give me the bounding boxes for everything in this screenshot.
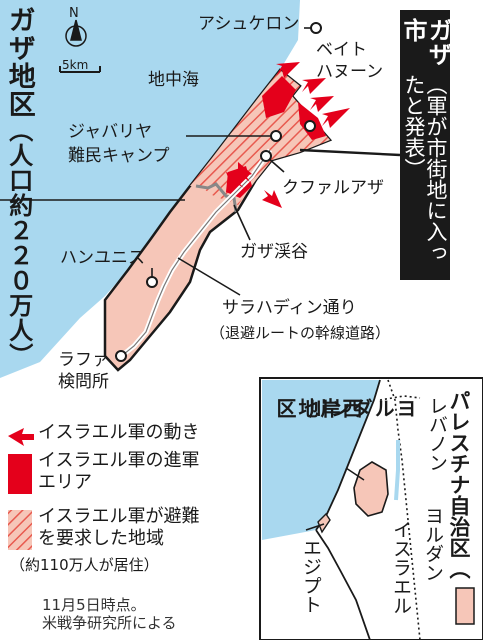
legend-evacuation-label-1: イスラエル軍が避難	[38, 506, 200, 527]
khan-younis-dot	[146, 276, 158, 288]
legend-advance-label-1: イスラエル軍の進軍	[38, 450, 200, 471]
beit-hanoun-dot	[304, 120, 316, 132]
title-population: （人口約２２０万人）	[4, 118, 33, 368]
scale-label: 5km	[62, 58, 89, 72]
title-main: ガザ地区	[3, 6, 35, 118]
label-rafah-1: ラファ	[58, 350, 109, 370]
inset-label-jordan: ヨルダン	[422, 506, 444, 582]
inset-label-lebanon: レバノン	[426, 396, 448, 472]
inset-gaza	[317, 512, 331, 534]
north-icon	[65, 19, 87, 47]
source-line-2: 米戦争研究所による	[42, 614, 177, 632]
page-title: ガザ地区（人口約２２０万人）	[3, 6, 35, 368]
inset-palestine-swatch	[455, 587, 475, 625]
gaza-city-title: ガザ市	[399, 18, 453, 66]
label-jabalia-1: ジャバリヤ	[68, 122, 153, 142]
inset-label-egypt: エジプト	[300, 538, 322, 614]
source-line-1: 11月5日時点。	[42, 596, 146, 614]
label-mediterranean: 地中海	[148, 70, 199, 90]
label-khuza: クファルアザ	[282, 178, 384, 198]
label-ashkelon: アシュケロン	[198, 14, 300, 34]
source-note: 11月5日時点。 米戦争研究所による	[42, 596, 177, 632]
ashkelon-dot	[310, 22, 322, 34]
gaza-city-callout: ガザ市 （軍が市街地に入ったと発表）	[399, 10, 453, 280]
label-gaza-valley: ガザ渓谷	[240, 242, 308, 262]
inset-west-bank	[353, 461, 389, 517]
jabalia-dot	[270, 130, 282, 142]
movement-arrows	[226, 62, 350, 208]
legend-arrow-icon	[8, 428, 34, 446]
advance-area-north	[262, 76, 296, 118]
label-rafah-2: 検問所	[58, 372, 109, 392]
gaza-city-note-2: 入ったと発表）	[402, 74, 449, 264]
salah-road-edge	[123, 149, 271, 355]
mediterranean-sea	[0, 0, 300, 378]
scale-bar	[59, 66, 101, 73]
legend-evacuation-label-2: を要求した地域	[38, 527, 164, 549]
legend-evacuation-swatch	[8, 510, 32, 550]
gaza-city-dot	[260, 150, 272, 162]
label-jabalia-2: 難民キャンプ	[68, 146, 170, 166]
label-salah-road-note: （退避ルートの幹線道路）	[210, 324, 391, 342]
inset-label-palestine: パレスチナ自治区（	[447, 390, 472, 579]
label-beit-hanoun-1: ベイト	[316, 40, 367, 60]
north-label: N	[69, 6, 79, 21]
legend-advance-swatch	[8, 454, 32, 494]
evacuation-area	[190, 70, 330, 205]
label-beit-hanoun-2: ハヌーン	[316, 62, 384, 82]
inset-label-israel: イスラエル	[390, 520, 412, 615]
inset-west-bank-2: 西岸地区	[273, 398, 363, 418]
legend-evacuation-note: （約110万人が居住）	[10, 556, 159, 574]
legend-movement-label: イスラエル軍の動き	[38, 422, 200, 443]
label-salah-road: サラハディン通り	[222, 298, 357, 318]
gaza-city-note-1: （軍が市街地に	[424, 74, 449, 222]
inset-west-bank-1: ヨルダン川	[305, 398, 417, 418]
legend-advance-label-2: エリア	[38, 471, 92, 493]
gaza-valley-line	[195, 182, 238, 213]
gaza-city-note: （軍が市街地に入ったと発表）	[402, 74, 449, 280]
label-khan-younis: ハンユニス	[60, 248, 145, 268]
rafah-dot	[115, 350, 127, 362]
inset-map	[259, 377, 483, 640]
